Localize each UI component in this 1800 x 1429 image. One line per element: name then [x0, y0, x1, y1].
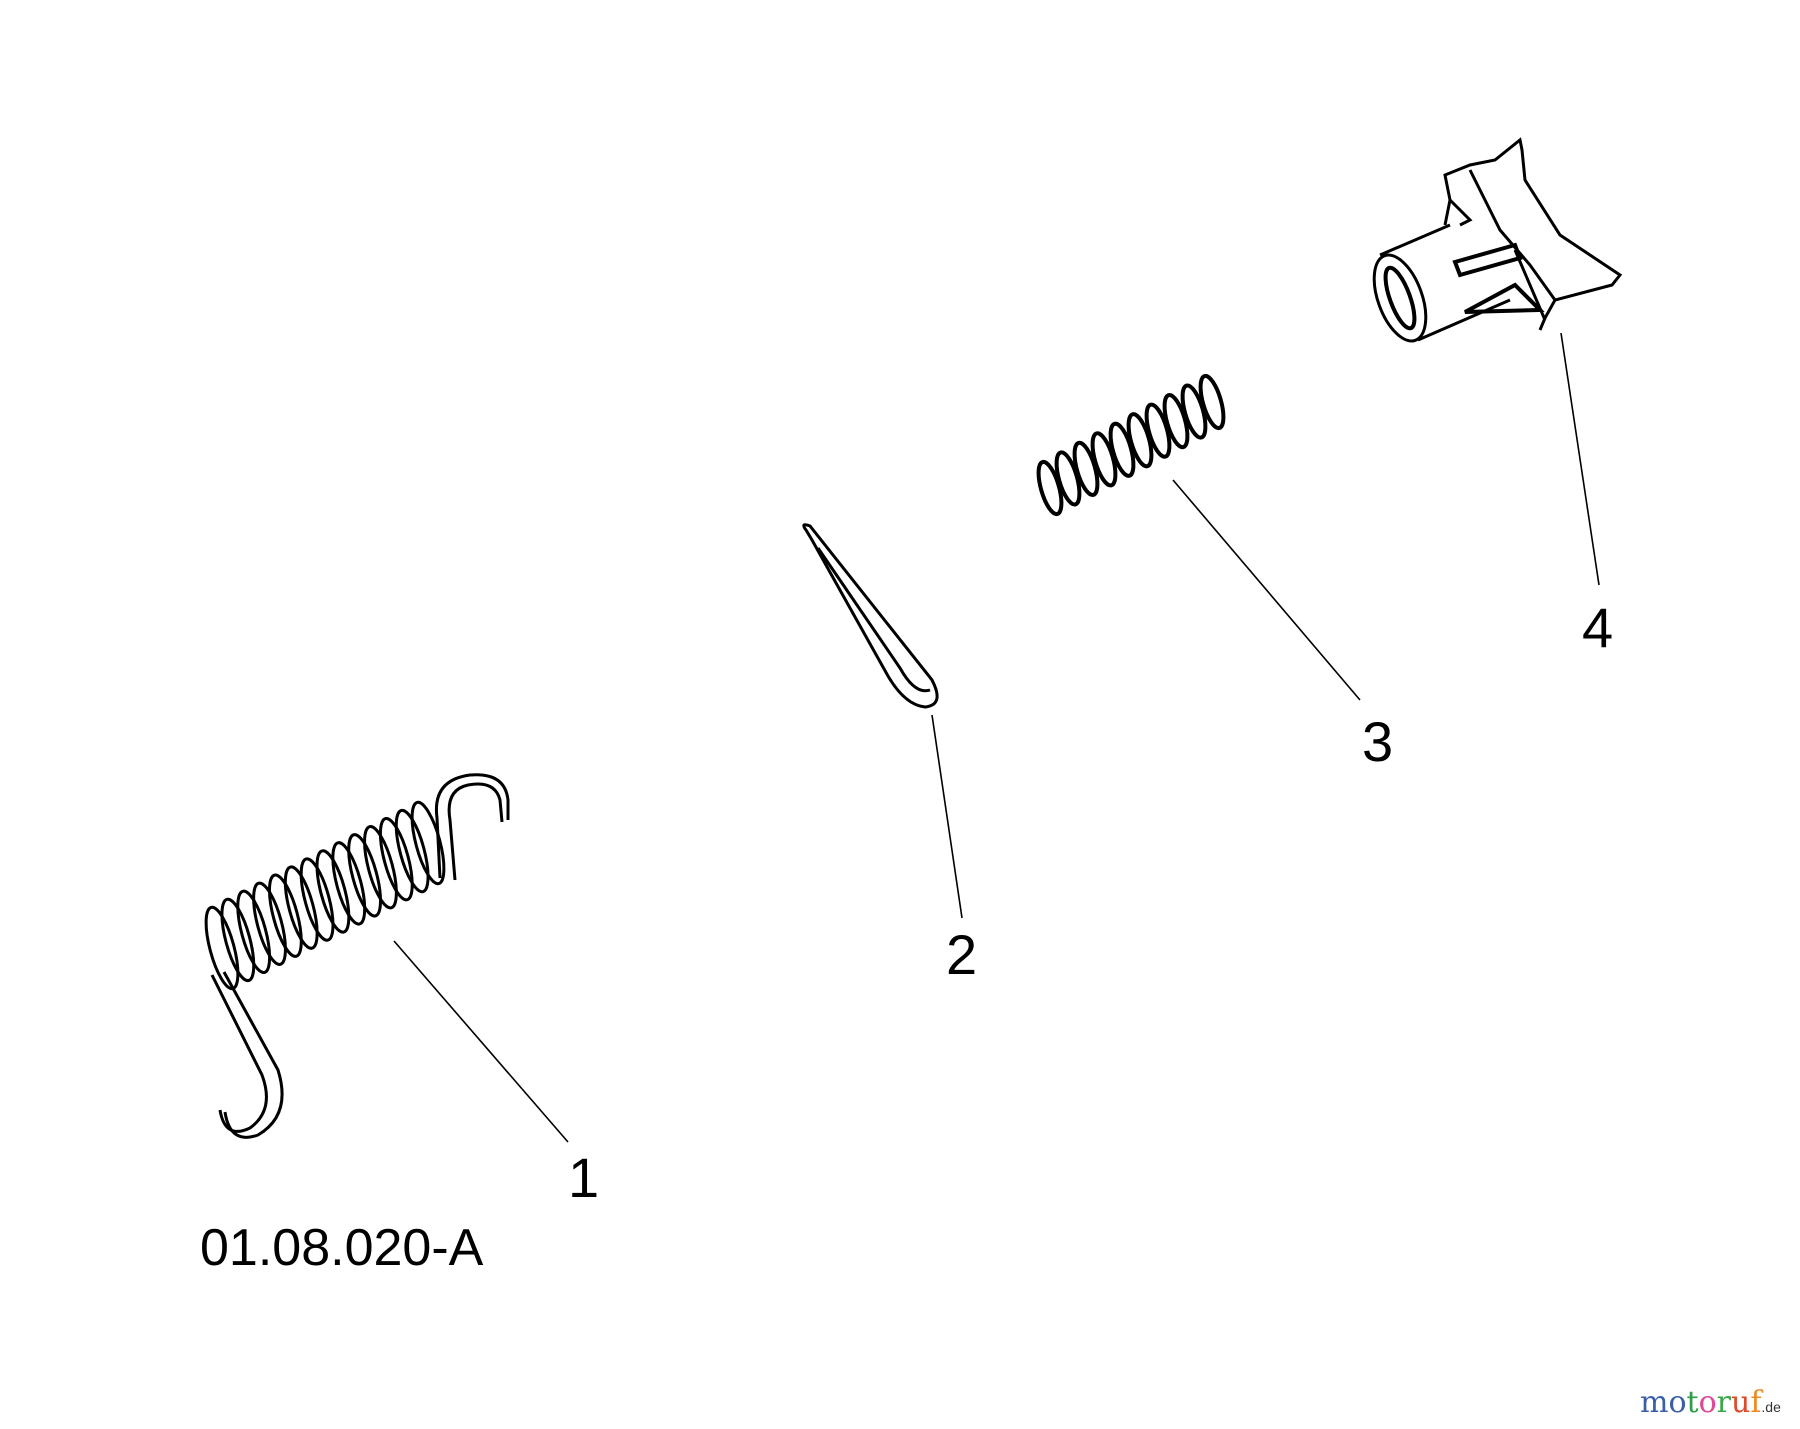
spring-coil — [1198, 373, 1226, 431]
drawing-code: 01.08.020-A — [200, 1219, 484, 1277]
extension-spring-part-1 — [204, 773, 510, 1139]
leader-line-3 — [1172, 479, 1361, 701]
spring-coil — [347, 833, 383, 918]
spring-coil — [394, 808, 430, 894]
leader-line-1 — [393, 940, 569, 1143]
spring-coil — [1090, 431, 1118, 488]
spring-coil — [1126, 412, 1154, 469]
logo-letter: o — [1668, 1385, 1687, 1420]
spring-coil — [1180, 383, 1208, 440]
spring-coil — [1072, 440, 1100, 497]
spring-coil — [236, 889, 272, 975]
cotter-pin-part-2 — [802, 523, 939, 709]
logo-letter: u — [1730, 1385, 1751, 1420]
callout-2: 2 — [946, 923, 978, 986]
spring-coil — [299, 857, 335, 942]
spring-coil — [252, 881, 287, 966]
spring-coil — [1144, 402, 1172, 459]
spring-top-hook — [434, 773, 510, 881]
spring-coil — [410, 800, 446, 886]
logo-letter: m — [1640, 1385, 1669, 1420]
spring-coil — [315, 849, 351, 934]
motoruf-watermark-logo: motoruf.de — [1640, 1388, 1781, 1418]
logo-letter: t — [1686, 1385, 1699, 1420]
leader-lines — [393, 332, 1600, 1143]
spring-coil — [283, 865, 319, 950]
compression-spring-part-3 — [1036, 373, 1226, 517]
leader-line-2 — [931, 714, 963, 919]
logo-letter: o — [1698, 1385, 1717, 1420]
spring-coil — [1108, 421, 1136, 478]
logo-tld: .de — [1761, 1399, 1781, 1415]
logo-letter: f — [1750, 1385, 1762, 1420]
spring-coil — [378, 816, 414, 902]
spring-bottom-hook — [210, 971, 284, 1139]
spring-coil — [267, 873, 303, 958]
leader-line-4 — [1560, 332, 1600, 586]
spring-coil — [331, 841, 367, 926]
spring-coil — [1162, 393, 1190, 450]
bushing-housing-part-4 — [1372, 137, 1623, 343]
callout-4: 4 — [1582, 596, 1614, 659]
spring-coil — [363, 825, 398, 910]
callout-3: 3 — [1362, 710, 1394, 773]
spring-coil — [220, 897, 256, 983]
spring-coil — [1036, 459, 1064, 517]
logo-letter: r — [1716, 1385, 1731, 1420]
callout-1: 1 — [568, 1146, 600, 1209]
spring-coil — [1054, 450, 1082, 507]
spring-coil — [204, 905, 240, 991]
